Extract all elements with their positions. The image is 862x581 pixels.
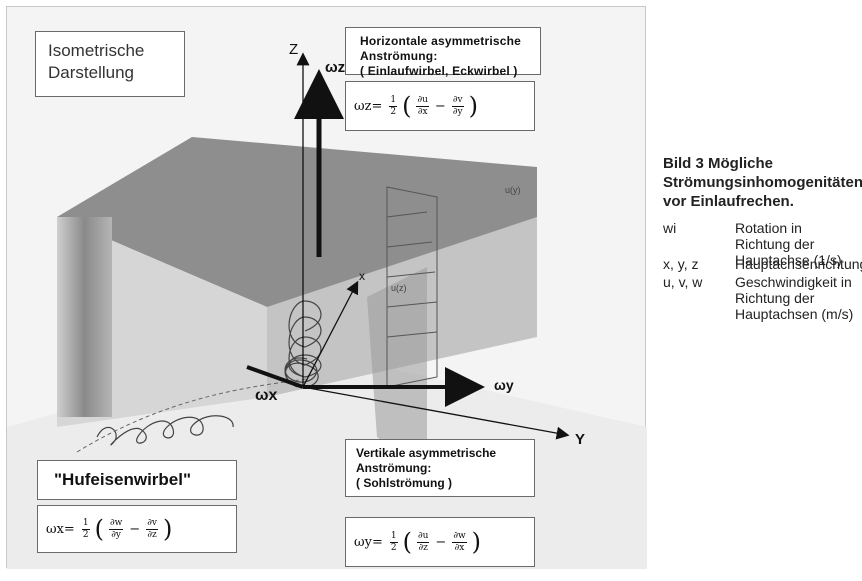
eq-z-term1: ∂u∂x	[416, 94, 429, 117]
legend-symbol: wi	[663, 220, 677, 236]
hufeisen-vortex-spiral	[96, 415, 234, 446]
eq-y-term1: ∂u∂z	[416, 530, 430, 553]
vertical-flow-box: Vertikale asymmetrische Anströmung: ( So…	[345, 439, 535, 497]
horizontal-flow-subtitle: ( Einlaufwirbel, Eckwirbel )	[360, 64, 518, 78]
axis-x-label: x	[359, 269, 365, 283]
eq-z-term2: ∂v∂y	[451, 94, 464, 117]
legend: wi Rotation in Richtung der Hauptachse (…	[663, 220, 862, 360]
separation-wedge	[367, 267, 427, 477]
omega-x-arrow	[246, 365, 304, 389]
u-z-label: u(z)	[391, 283, 407, 293]
eq-y-term2: ∂w∂x	[452, 530, 467, 553]
vertical-vortex-spiral	[288, 300, 322, 378]
omega-x-label: ωx	[255, 387, 278, 404]
figure-panel: Isometrische Darstellung Horizontale asy…	[6, 6, 647, 569]
axis-y-label: Y	[575, 431, 586, 448]
omega-z-label: ωz	[325, 59, 346, 76]
y-axis	[302, 386, 570, 440]
caption-title: Bild 3 Mögliche Strömungsinhomogenitäten…	[663, 155, 862, 210]
vertical-flow-subtitle: ( Sohlströmung )	[356, 476, 452, 490]
eq-x-term1: ∂w∂y	[108, 517, 124, 540]
eq-y-lhs: ωy=	[354, 534, 383, 550]
horizontal-flow-title: Horizontale asymmetrische Anströmung:	[360, 34, 522, 63]
vertical-flow-title1: Vertikale asymmetrische	[356, 446, 497, 460]
legend-symbol: u, v, w	[663, 274, 703, 290]
isometric-view-label: Isometrische Darstellung	[35, 31, 185, 97]
legend-symbol: x, y, z	[663, 256, 699, 272]
iso-label-line2: Darstellung	[48, 63, 134, 82]
pillar-nose	[57, 217, 112, 417]
horseshoe-vortex-label: "Hufeisenwirbel"	[37, 460, 237, 500]
eq-x-term2: ∂v∂z	[146, 517, 158, 540]
omega-y-label: ωy	[494, 377, 514, 393]
vertical-flow-title2: Anströmung:	[356, 461, 432, 475]
eq-z-lhs: ωz=	[354, 98, 383, 114]
u-y-label: u(y)	[505, 185, 521, 195]
eq-x-lhs: ωx=	[46, 521, 75, 537]
horizontal-flow-box: Horizontale asymmetrische Anströmung: ( …	[345, 27, 541, 78]
wall-top-face	[57, 137, 537, 327]
figure-caption: Bild 3 Mögliche Strömungsinhomogenitäten…	[663, 154, 862, 211]
legend-description: Geschwindigkeit in Richtung der Hauptach…	[735, 274, 854, 322]
x-axis	[302, 280, 359, 388]
legend-description: Hauptachsenrichtungen	[735, 256, 862, 272]
velocity-profile-z	[386, 186, 438, 388]
legend-description: Rotation in Richtung der Hauptachse (1/s…	[735, 220, 842, 268]
axis-z-label: Z	[289, 41, 299, 58]
iso-label-line1: Isometrische	[48, 41, 145, 60]
